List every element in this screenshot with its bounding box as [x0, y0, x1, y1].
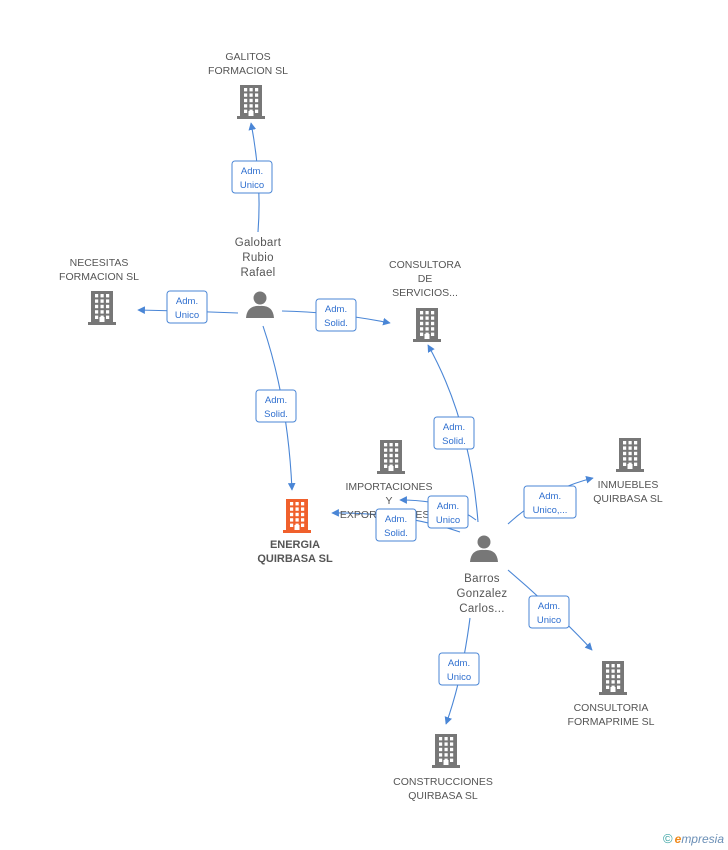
edge-label-galobart-necesitas[interactable]: Adm. Unico [166, 290, 208, 324]
person-label: Barros [464, 573, 500, 585]
edge-label-line: Adm. [539, 491, 561, 502]
company-label: CONSULTORA [389, 259, 461, 271]
edge-label-line: Unico [436, 515, 460, 526]
building-icon [413, 308, 441, 342]
person-node-barros[interactable]: BarrosGonzalezCarlos... [457, 535, 508, 616]
building-icon [616, 438, 644, 472]
nodes-layer: GALITOS FORMACION SL NECESITAS FORMACION SL… [59, 51, 663, 802]
edge-label-line: Unico [175, 310, 199, 321]
edge-label-line: Solid. [324, 318, 348, 329]
company-label: INMUEBLES [598, 479, 659, 491]
company-node-galitos[interactable]: GALITOS FORMACION SL [208, 51, 288, 119]
edge-label-box [166, 290, 208, 324]
person-label: Rubio [242, 252, 274, 264]
company-node-inmuebles[interactable]: INMUEBLES QUIRBASA SL [593, 438, 663, 505]
edge-label-line: Adm. [437, 501, 459, 512]
edge-label-box [375, 508, 417, 542]
building-icon [237, 85, 265, 119]
edge-label-line: Adm. [265, 395, 287, 406]
edge-label-galobart-galitos[interactable]: Adm. Unico [231, 160, 273, 194]
company-label: Y [385, 495, 392, 507]
edge-label-barros-inmuebles[interactable]: Adm. Unico,... [523, 485, 577, 519]
edge-label-box [427, 495, 469, 529]
building-icon [88, 291, 116, 325]
edge-label-barros-consultora[interactable]: Adm. Solid. [433, 416, 475, 450]
company-label: FORMAPRIME SL [568, 716, 655, 728]
edge-label-box [433, 416, 475, 450]
company-label: QUIRBASA SL [408, 790, 478, 802]
person-label: Galobart [235, 237, 282, 249]
company-label: DE [418, 273, 433, 285]
edge-label-box [315, 298, 357, 332]
company-label: QUIRBASA SL [593, 493, 663, 505]
edge-label-line: Solid. [384, 528, 408, 539]
edge-label-line: Adm. [448, 658, 470, 669]
company-node-construcciones[interactable]: CONSTRUCCIONES QUIRBASA SL [393, 734, 493, 802]
edge-label-box [255, 389, 297, 423]
company-label: IMPORTACIONES [345, 481, 432, 493]
edge-label-line: Adm. [443, 422, 465, 433]
edge-label-line: Solid. [264, 409, 288, 420]
building-icon [377, 440, 405, 474]
building-icon [283, 499, 311, 533]
edge-label-line: Unico [447, 672, 471, 683]
company-label: CONSTRUCCIONES [393, 776, 493, 788]
edge-label-barros-construcciones[interactable]: Adm. Unico [438, 652, 480, 686]
edge-label-line: Adm. [176, 296, 198, 307]
person-icon [246, 291, 274, 318]
edge-label-line: Unico,... [533, 505, 568, 516]
edge-label-line: Solid. [442, 436, 466, 447]
company-node-consultora-servicios[interactable]: CONSULTORA DE SERVICIOS... [389, 259, 461, 342]
brand-name: mpresia [681, 832, 724, 846]
edge-label-barros-formaprime[interactable]: Adm. Unico [528, 595, 570, 629]
edges-layer [137, 122, 594, 725]
edge-label-box [528, 595, 570, 629]
person-label: Carlos... [459, 603, 505, 615]
edge-label-galobart-energia[interactable]: Adm. Solid. [255, 389, 297, 423]
company-label: GALITOS [225, 51, 270, 63]
person-label: Gonzalez [457, 588, 508, 600]
company-label: NECESITAS [70, 257, 129, 269]
edge-label-line: Unico [240, 180, 264, 191]
edge-label-barros-importaciones[interactable]: Adm. Unico [427, 495, 469, 529]
edge-label-line: Adm. [538, 601, 560, 612]
company-label: FORMACION SL [59, 271, 139, 283]
copyright-icon: © [663, 831, 673, 846]
edge-label-box [438, 652, 480, 686]
building-icon [599, 661, 627, 695]
person-label: Rafael [240, 267, 275, 279]
company-label: ENERGIA [270, 539, 320, 551]
company-label: SERVICIOS... [392, 287, 458, 299]
company-node-energia[interactable]: ENERGIA QUIRBASA SL [257, 499, 333, 565]
edge-labels-layer: Adm.UnicoAdm.UnicoAdm.Solid.Adm.Solid.Ad… [166, 160, 577, 686]
edge-label-box [523, 485, 577, 519]
company-label: CONSULTORIA [574, 702, 649, 714]
company-node-consultoria-formaprime[interactable]: CONSULTORIA FORMAPRIME SL [568, 661, 655, 728]
building-icon [432, 734, 460, 768]
company-label: QUIRBASA SL [257, 553, 333, 565]
person-icon [470, 535, 498, 562]
edge-label-galobart-consultora[interactable]: Adm. Solid. [315, 298, 357, 332]
edge-label-box [231, 160, 273, 194]
brand-initial: e [674, 832, 682, 846]
company-label: FORMACION SL [208, 65, 288, 77]
edge-label-line: Adm. [241, 166, 263, 177]
edge-label-line: Adm. [385, 514, 407, 525]
company-node-necesitas[interactable]: NECESITAS FORMACION SL [59, 257, 139, 325]
edge-label-line: Unico [537, 615, 561, 626]
edge-label-line: Adm. [325, 304, 347, 315]
edge-label-barros-energia[interactable]: Adm. Solid. [375, 508, 417, 542]
empresia-brand[interactable]: ©empresia [663, 831, 724, 846]
